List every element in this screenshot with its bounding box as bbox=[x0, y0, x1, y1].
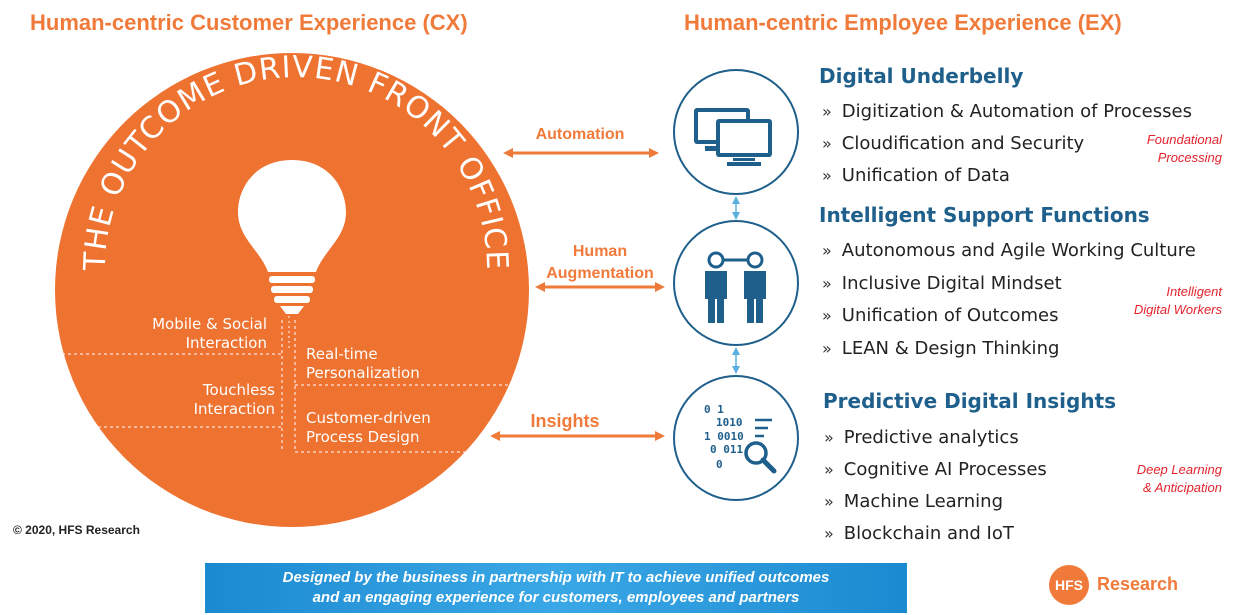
bullet: » bbox=[824, 460, 834, 479]
list-item-text: Predictive analytics bbox=[843, 427, 1019, 448]
list-item: » LEAN & Design Thinking bbox=[822, 338, 1059, 359]
bullet: » bbox=[822, 306, 832, 325]
segment-touchless-interaction: Touchless Interaction bbox=[193, 381, 275, 418]
computer-monitors-icon bbox=[694, 108, 772, 166]
segment-customer-driven-process: Customer-driven Process Design bbox=[306, 409, 431, 446]
list-item-text: Cloudification and Security bbox=[841, 133, 1085, 154]
svg-text:0 1: 0 1 bbox=[704, 403, 724, 416]
segment-mobile-social: Mobile & Social Interaction bbox=[152, 315, 267, 352]
list-item-text: Blockchain and IoT bbox=[843, 523, 1014, 544]
svg-text:0 011: 0 011 bbox=[710, 443, 743, 456]
svg-text:1 0010: 1 0010 bbox=[704, 430, 744, 443]
automation-label: Automation bbox=[535, 126, 625, 143]
list-item-text: Inclusive Digital Mindset bbox=[841, 273, 1062, 294]
bullet: » bbox=[822, 166, 832, 185]
hfs-wordmark: Research bbox=[1097, 574, 1179, 594]
ex-heading: Human-centric Employee Experience (EX) bbox=[684, 10, 1122, 35]
list-item: » Cloudification and Security bbox=[822, 133, 1084, 154]
support-circle bbox=[673, 220, 799, 346]
connected-people-icon bbox=[705, 251, 766, 323]
cx-heading: Human-centric Customer Experience (CX) bbox=[30, 10, 468, 35]
bullet: » bbox=[822, 134, 832, 153]
list-item-text: Machine Learning bbox=[843, 491, 1004, 512]
note-deep-learning: Deep Learning & Anticipation bbox=[1136, 462, 1222, 495]
bullet: » bbox=[822, 274, 832, 293]
summary-banner: Designed by the business in partnership … bbox=[205, 563, 907, 613]
bullet: » bbox=[822, 241, 832, 260]
svg-text:0: 0 bbox=[716, 458, 723, 471]
segment-realtime-personalization: Real-time Personalization bbox=[306, 345, 420, 382]
bullet: » bbox=[824, 524, 834, 543]
svg-text:1010: 1010 bbox=[716, 416, 743, 429]
section-title-intelligent-support: Intelligent Support Functions bbox=[819, 203, 1150, 227]
list-item-text: Unification of Data bbox=[841, 165, 1010, 186]
list-item-text: Cognitive AI Processes bbox=[843, 459, 1047, 480]
list-item: » Predictive analytics bbox=[824, 427, 1019, 448]
list-item-text: Unification of Outcomes bbox=[841, 305, 1059, 326]
list-item: » Unification of Outcomes bbox=[822, 305, 1058, 326]
list-item: » Blockchain and IoT bbox=[824, 523, 1014, 544]
list-item-text: LEAN & Design Thinking bbox=[841, 338, 1060, 359]
list-item: » Cognitive AI Processes bbox=[824, 459, 1047, 480]
human-augmentation-label: Human Augmentation bbox=[546, 243, 654, 282]
lightbulb-icon bbox=[238, 160, 346, 350]
list-item: » Inclusive Digital Mindset bbox=[822, 273, 1062, 294]
bullet: » bbox=[822, 102, 832, 121]
list-item: » Digitization & Automation of Processes bbox=[822, 101, 1192, 122]
list-item: » Unification of Data bbox=[822, 165, 1010, 186]
section-title-predictive-insights: Predictive Digital Insights bbox=[823, 389, 1117, 413]
list-item: » Machine Learning bbox=[824, 491, 1003, 512]
insights-label: Insights bbox=[530, 411, 600, 431]
list-item: » Autonomous and Agile Working Culture bbox=[822, 240, 1196, 261]
copyright: © 2020, HFS Research bbox=[13, 523, 140, 537]
section-title-digital-underbelly: Digital Underbelly bbox=[819, 64, 1024, 88]
bullet: » bbox=[824, 492, 834, 511]
binary-magnifier-icon: 0 1 1010 1 0010 0 011 0 bbox=[704, 403, 777, 474]
bullet: » bbox=[822, 339, 832, 358]
insights-circle bbox=[673, 375, 799, 501]
list-item-text: Autonomous and Agile Working Culture bbox=[841, 240, 1196, 261]
bullet: » bbox=[824, 428, 834, 447]
hfs-research-logo: HFS Research bbox=[1049, 565, 1209, 605]
list-item-text: Digitization & Automation of Processes bbox=[841, 101, 1192, 122]
note-foundational-processing: Foundational Processing bbox=[1146, 132, 1222, 165]
note-intelligent-digital-workers: Intelligent Digital Workers bbox=[1133, 284, 1222, 317]
hfs-badge: HFS bbox=[1049, 565, 1089, 605]
